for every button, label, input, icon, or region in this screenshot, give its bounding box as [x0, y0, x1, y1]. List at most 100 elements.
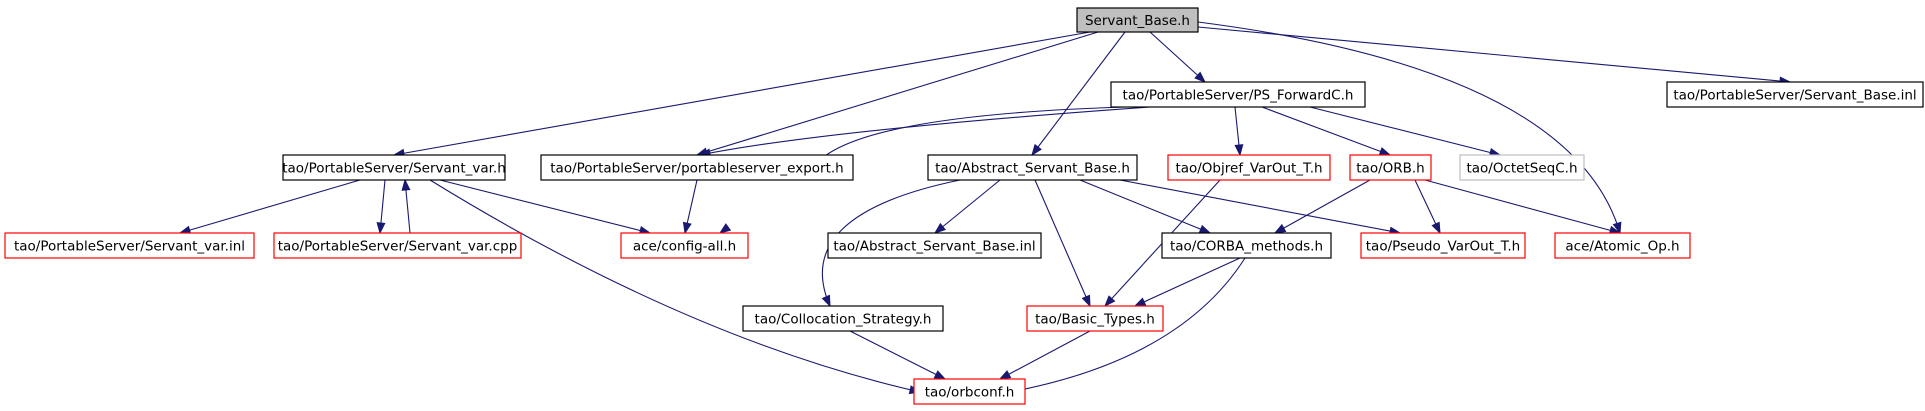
node-corbam[interactable]: tao/CORBA_methods.h — [1161, 232, 1332, 259]
edge-colloc-orbconf — [849, 330, 947, 380]
edge-arrowhead — [1273, 223, 1287, 234]
edge-svar-svarcpp — [376, 179, 386, 235]
node-label[interactable]: tao/OctetSeqC.h — [1466, 161, 1577, 177]
edge-arrowhead — [682, 221, 692, 235]
edge-line — [934, 179, 1001, 234]
node-label[interactable]: tao/PortableServer/Servant_var.inl — [14, 239, 245, 255]
edge-asb-basic — [1034, 179, 1091, 308]
node-colloc[interactable]: tao/Collocation_Strategy.h — [742, 305, 944, 332]
edge-asb-asbinl — [933, 179, 1001, 234]
node-box[interactable] — [1666, 81, 1924, 108]
node-label[interactable]: tao/ORB.h — [1356, 161, 1425, 177]
node-orb[interactable]: tao/ORB.h — [1349, 154, 1432, 181]
node-octet[interactable]: tao/OctetSeqC.h — [1459, 154, 1585, 181]
node-svarcpp[interactable]: tao/PortableServer/Servant_var.cpp — [273, 232, 522, 259]
node-psfwd[interactable]: tao/PortableServer/PS_ForwardC.h — [1110, 81, 1366, 108]
node-box[interactable] — [827, 232, 1042, 259]
edge-line — [1031, 31, 1126, 156]
node-asbinl[interactable]: tao/Abstract_Servant_Base.inl — [827, 232, 1042, 259]
node-label[interactable]: tao/PortableServer/PS_ForwardC.h — [1123, 88, 1354, 104]
node-label[interactable]: tao/PortableServer/Servant_Base.inl — [1673, 88, 1916, 104]
edge-arrowhead — [1133, 297, 1147, 307]
node-label[interactable]: Servant_Base.h — [1085, 13, 1190, 29]
edge-line — [819, 106, 1126, 161]
node-box[interactable] — [913, 378, 1026, 405]
edge-line — [393, 31, 1091, 156]
edge-arrowhead — [376, 222, 386, 235]
node-box[interactable] — [1026, 305, 1164, 332]
edge-psfwd-orb — [1261, 106, 1392, 156]
node-box[interactable] — [1167, 154, 1331, 181]
edge-line — [1197, 26, 1791, 83]
node-root[interactable]: Servant_Base.h — [1076, 7, 1199, 33]
edge-line — [1079, 179, 1211, 234]
node-box[interactable] — [1161, 232, 1332, 259]
node-sbinl[interactable]: tao/PortableServer/Servant_Base.inl — [1666, 81, 1924, 108]
edge-psfwd-psexp — [698, 106, 1151, 158]
node-box[interactable] — [927, 154, 1138, 181]
edge-line — [696, 31, 1099, 156]
node-label[interactable]: tao/CORBA_methods.h — [1170, 239, 1323, 255]
edge-line — [179, 179, 361, 234]
edge-orb-corbam — [1273, 179, 1371, 234]
edge-arrowhead — [1194, 71, 1207, 83]
edge-orb-atomic — [1424, 179, 1622, 235]
node-objref[interactable]: tao/Objref_VarOut_T.h — [1167, 154, 1331, 181]
node-box[interactable] — [1360, 232, 1526, 259]
edge-svar-orbconf — [429, 179, 922, 395]
node-basic[interactable]: tao/Basic_Types.h — [1026, 305, 1164, 332]
edge-root-svar — [392, 31, 1091, 158]
node-atomic[interactable]: ace/Atomic_Op.h — [1554, 232, 1691, 259]
edge-arrowhead — [821, 294, 831, 308]
node-pseudo[interactable]: tao/Pseudo_VarOut_T.h — [1360, 232, 1526, 259]
edge-line — [1034, 179, 1091, 307]
edge-arrowhead — [1612, 221, 1622, 235]
node-label[interactable]: tao/Objref_VarOut_T.h — [1175, 161, 1322, 177]
node-cfgall[interactable]: ace/config-all.h — [620, 232, 749, 259]
node-psexp[interactable]: tao/PortableServer/portableserver_export… — [540, 154, 854, 181]
edge-arrowhead — [1081, 294, 1091, 308]
node-label[interactable]: tao/Abstract_Servant_Base.inl — [833, 239, 1035, 255]
edge-psfwd-cfgall — [718, 106, 1126, 234]
edge-line — [1009, 257, 1246, 393]
edge-arrowhead — [998, 370, 1012, 380]
node-label[interactable]: tao/orbconf.h — [925, 385, 1015, 401]
node-label[interactable]: tao/Abstract_Servant_Base.h — [935, 161, 1130, 177]
node-label[interactable]: tao/PortableServer/Servant_var.h — [282, 161, 506, 177]
edge-svar-svarinl — [178, 179, 361, 235]
edge-arrowhead — [718, 223, 732, 234]
node-box[interactable] — [1076, 7, 1199, 33]
edge-arrowhead — [1234, 144, 1244, 157]
node-label[interactable]: ace/Atomic_Op.h — [1565, 239, 1679, 255]
node-svar[interactable]: tao/PortableServer/Servant_var.h — [282, 154, 506, 181]
node-label[interactable]: tao/Collocation_Strategy.h — [755, 312, 932, 328]
edge-arrowhead — [401, 178, 411, 191]
node-asb[interactable]: tao/Abstract_Servant_Base.h — [927, 154, 1138, 181]
node-box[interactable] — [4, 232, 255, 259]
edge-psfwd-octet — [1309, 106, 1502, 157]
node-label[interactable]: tao/Pseudo_VarOut_T.h — [1366, 239, 1520, 255]
edge-asb-pseudo — [1119, 179, 1402, 236]
edge-line — [439, 179, 651, 234]
edge-root-psfwd — [1149, 31, 1207, 83]
node-svarinl[interactable]: tao/PortableServer/Servant_var.inl — [4, 232, 255, 259]
edge-psexp-cfgall — [682, 179, 698, 235]
node-label[interactable]: ace/config-all.h — [633, 239, 736, 255]
edge-arrowhead — [1104, 295, 1116, 308]
node-label[interactable]: tao/PortableServer/portableserver_export… — [550, 161, 844, 177]
node-box[interactable] — [1349, 154, 1432, 181]
edge-line — [1119, 179, 1401, 234]
edge-line — [1274, 179, 1371, 234]
node-label[interactable]: tao/PortableServer/Servant_var.cpp — [278, 239, 518, 255]
node-label[interactable]: tao/Basic_Types.h — [1035, 312, 1155, 328]
node-box[interactable] — [1554, 232, 1691, 259]
node-box[interactable] — [282, 154, 506, 181]
node-box[interactable] — [620, 232, 749, 259]
node-orbconf[interactable]: tao/orbconf.h — [913, 378, 1026, 405]
node-box[interactable] — [1459, 154, 1585, 181]
node-box[interactable] — [1110, 81, 1366, 108]
node-box[interactable] — [273, 232, 522, 259]
edge-root-asb — [1031, 31, 1126, 157]
node-box[interactable] — [540, 154, 854, 181]
node-box[interactable] — [742, 305, 944, 332]
